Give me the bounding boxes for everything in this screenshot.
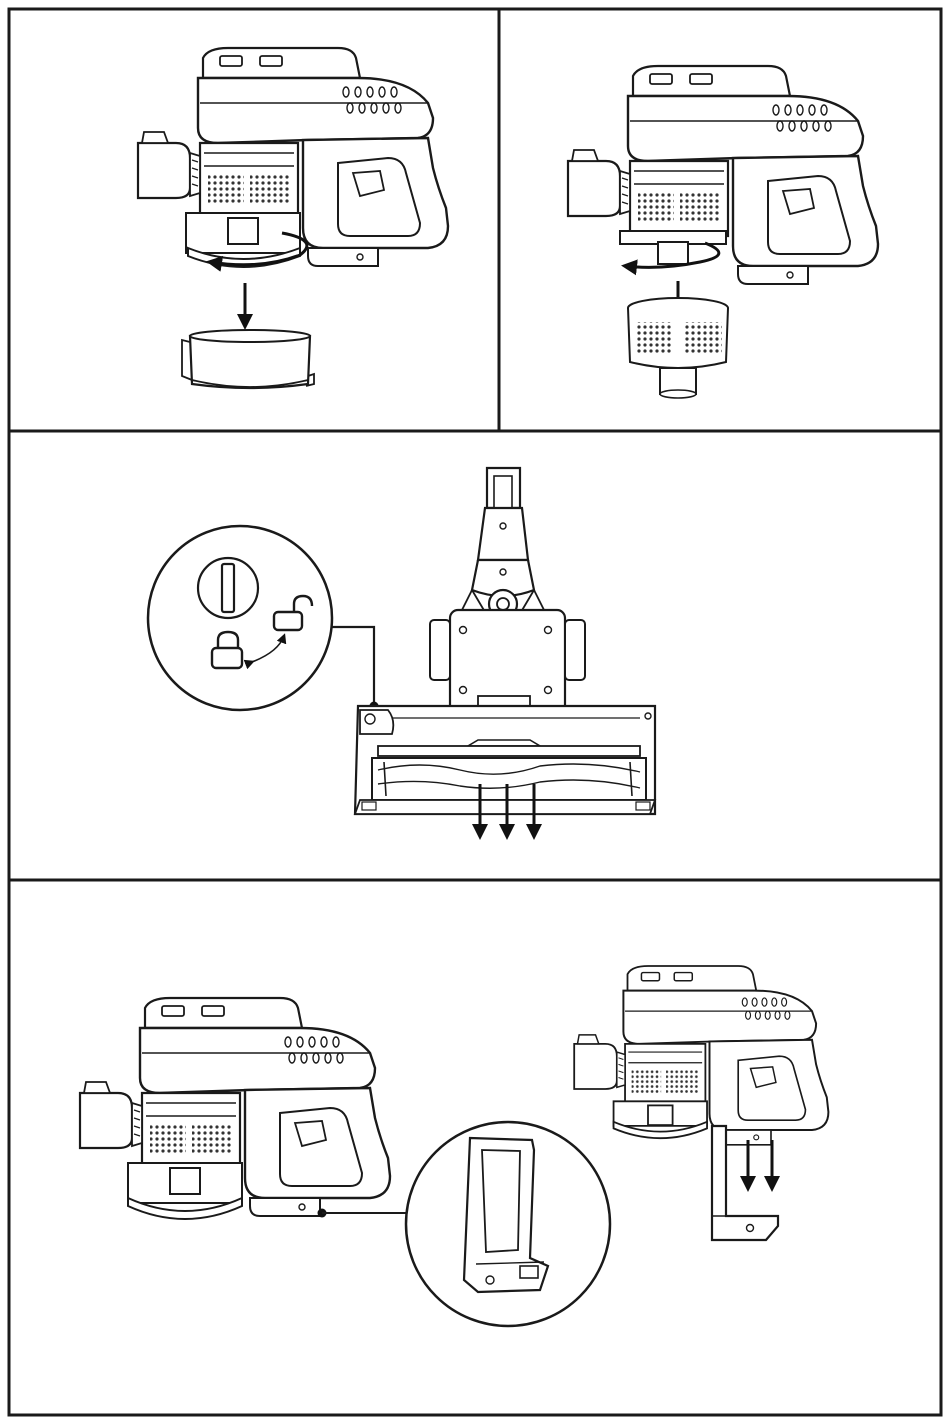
vacuum-body-illustration xyxy=(80,998,390,1219)
panel-remove-battery xyxy=(80,966,828,1326)
vacuum-body-illustration xyxy=(574,966,828,1145)
dust-cup-illustration xyxy=(182,330,314,388)
panel-remove-filter xyxy=(568,66,878,398)
floor-head-illustration xyxy=(355,468,655,814)
vacuum-body-illustration xyxy=(568,66,878,284)
battery-callout xyxy=(406,1122,610,1326)
lock-callout xyxy=(148,526,332,710)
filter-cartridge-illustration xyxy=(628,298,728,398)
panel-empty-dust-bin xyxy=(138,48,448,388)
down-arrow-icon xyxy=(748,1140,772,1188)
panel-remove-brushroll xyxy=(148,468,655,836)
